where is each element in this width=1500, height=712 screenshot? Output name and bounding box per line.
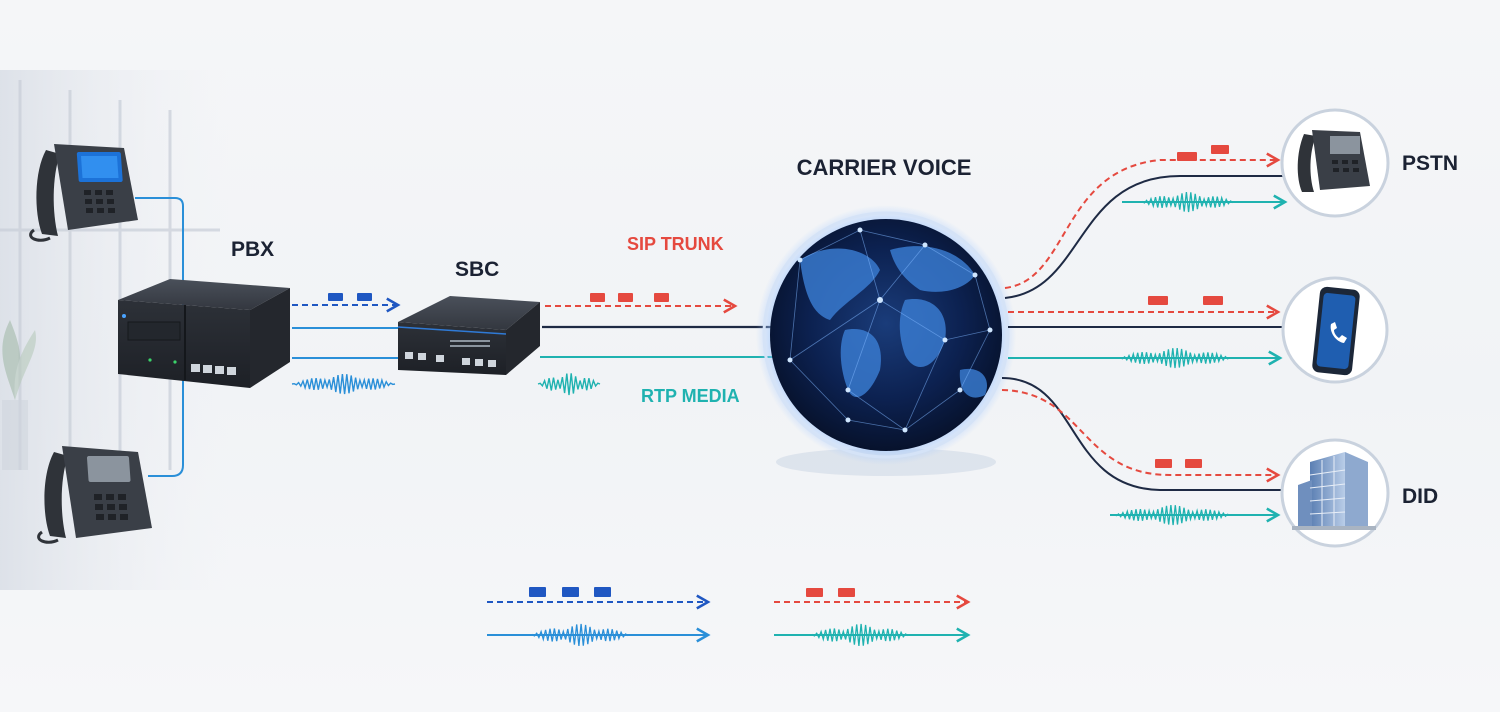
did-endpoint bbox=[1280, 438, 1390, 548]
audio-wave-icon bbox=[291, 374, 396, 395]
audio-wave-icon bbox=[809, 623, 911, 646]
legend-internal bbox=[487, 587, 711, 646]
sbc-appliance-icon bbox=[397, 296, 540, 375]
office-building-icon bbox=[1292, 452, 1376, 530]
audio-wave-icon bbox=[1139, 192, 1236, 213]
sip-packet-icon bbox=[328, 293, 372, 301]
audio-wave-icon bbox=[1111, 505, 1233, 526]
carrier-pstn-links bbox=[1004, 145, 1290, 299]
pstn-endpoint bbox=[1280, 108, 1390, 218]
sbc-carrier-links bbox=[537, 293, 790, 396]
pstn-label: PSTN bbox=[1402, 152, 1458, 175]
sip-packet-icon bbox=[1177, 145, 1229, 161]
sip-trunk-label: SIP TRUNK bbox=[627, 234, 724, 254]
sip-packet-icon bbox=[590, 293, 669, 302]
audio-wave-icon bbox=[529, 623, 631, 646]
pbx-label: PBX bbox=[231, 238, 274, 261]
sbc-label: SBC bbox=[455, 258, 499, 281]
desk-phone-icon bbox=[1297, 130, 1370, 192]
rtp-media-label: RTP MEDIA bbox=[641, 386, 740, 406]
audio-wave-icon bbox=[537, 373, 601, 396]
carrier-did-links bbox=[1001, 377, 1290, 526]
carrier-mobile-links bbox=[1008, 296, 1292, 369]
sip-packet-icon bbox=[1148, 296, 1223, 305]
mobile-phone-icon bbox=[1312, 286, 1360, 376]
plant-icon bbox=[2, 320, 36, 470]
pbx-sbc-links bbox=[291, 293, 401, 395]
desk-phone-icon bbox=[37, 446, 152, 544]
pbx-appliance-icon bbox=[118, 279, 290, 388]
legend-carrier bbox=[774, 588, 971, 646]
carrier-voice-label: CARRIER VOICE bbox=[797, 155, 972, 180]
audio-wave-icon bbox=[1117, 348, 1233, 369]
world-globe-icon bbox=[756, 205, 1016, 476]
mobile-endpoint bbox=[1281, 276, 1389, 384]
sip-packet-icon bbox=[1155, 459, 1202, 468]
did-label: DID bbox=[1402, 485, 1438, 508]
desk-phone-icon bbox=[29, 144, 138, 242]
sip-packet-icon bbox=[529, 587, 611, 597]
sip-packet-icon bbox=[806, 588, 855, 597]
legend bbox=[487, 587, 971, 646]
